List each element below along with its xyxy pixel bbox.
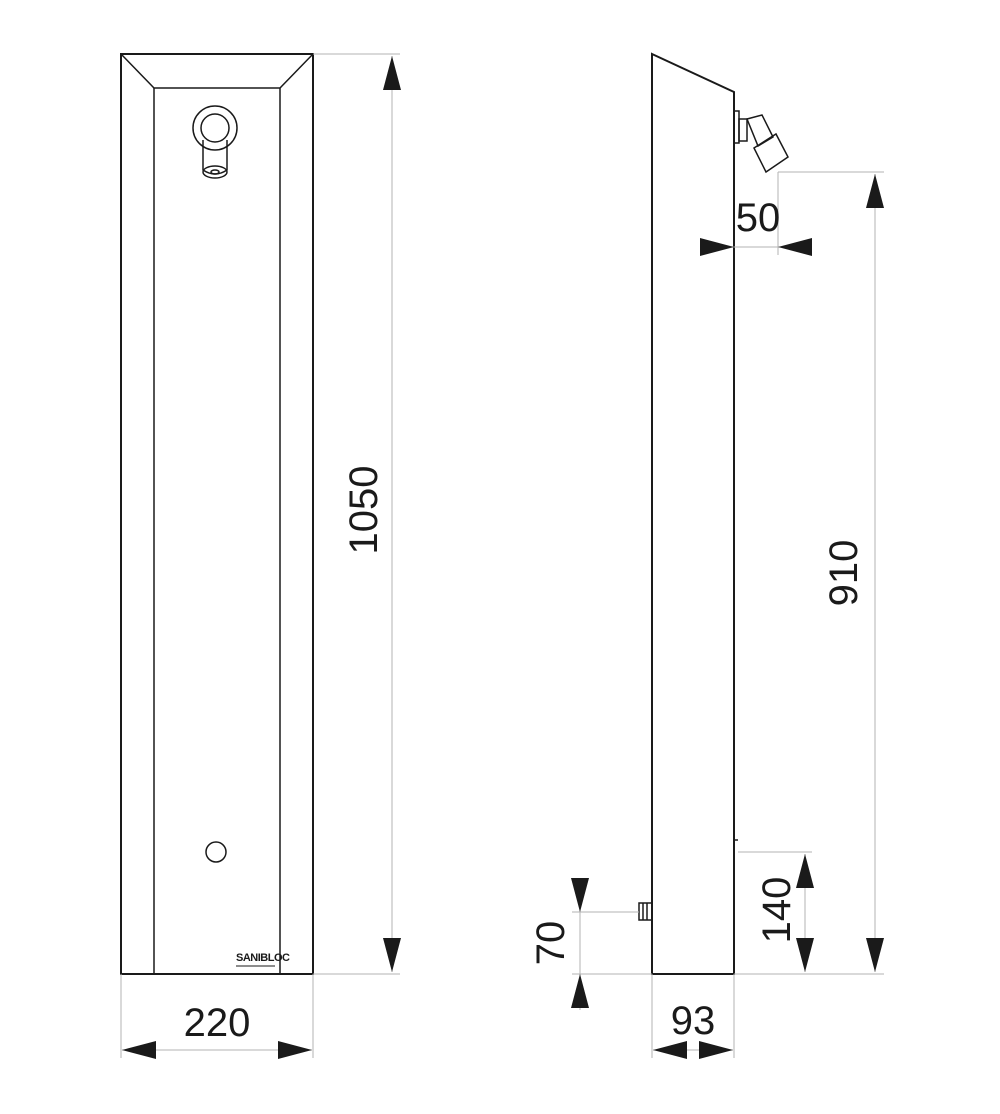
nozzle-offset-label: 50: [736, 196, 781, 240]
dimension-depth: 93: [651, 974, 735, 1059]
shower-head-icon: [192, 105, 238, 179]
brand-logo: SANIBLOC: [236, 952, 291, 967]
push-button-icon: [205, 841, 227, 863]
width-label: 220: [184, 1001, 251, 1045]
button-height-label: 140: [755, 877, 799, 944]
svg-text:SANIBLOC: SANIBLOC: [236, 952, 290, 964]
front-view: SANIBLOC 1050 220: [120, 53, 401, 1059]
dimension-inlet-height: 70: [529, 878, 652, 1010]
dimension-button-height: 140: [738, 851, 814, 972]
front-panel-bevel-top: [120, 53, 314, 89]
shower-height-label: 910: [822, 540, 866, 607]
dimension-height-total: 1050: [313, 53, 401, 975]
front-panel-outline: [120, 53, 314, 975]
dimension-width: 220: [120, 974, 314, 1059]
depth-label: 93: [671, 999, 716, 1043]
inlet-height-label: 70: [529, 921, 573, 966]
dimension-nozzle-offset: 50: [700, 172, 812, 256]
water-inlet-icon: [638, 902, 653, 921]
side-view: 50 910 140 70: [529, 52, 884, 1059]
height-total-label: 1050: [342, 466, 386, 555]
side-shower-nozzle-icon: [733, 110, 789, 174]
dimension-shower-height: 910: [734, 171, 884, 975]
side-panel-outline: [651, 52, 735, 975]
